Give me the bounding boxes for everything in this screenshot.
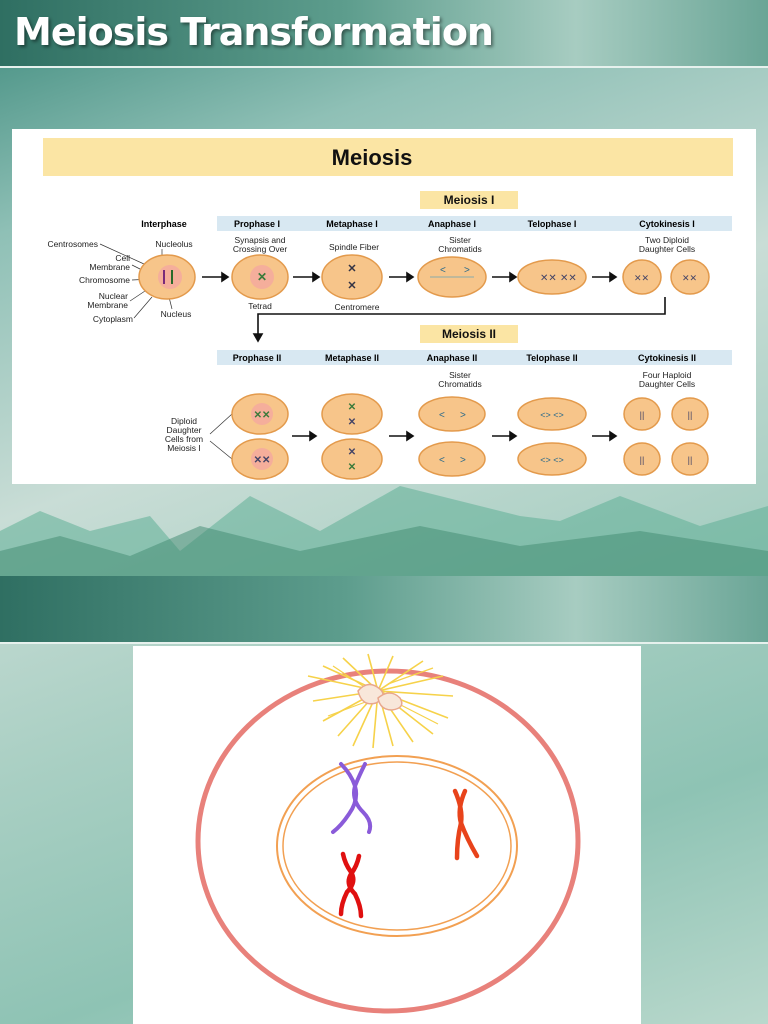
svg-text:✕: ✕ xyxy=(347,263,356,275)
label-centrosomes: Centrosomes xyxy=(47,239,98,249)
label-cytoplasm: Cytoplasm xyxy=(93,314,133,324)
label-spindle-fiber: Spindle Fiber xyxy=(329,242,379,252)
diagram-title: Meiosis xyxy=(332,145,413,170)
svg-text:✕✕: ✕✕ xyxy=(560,273,577,284)
slide-2-header xyxy=(0,576,768,644)
svg-text:>: > xyxy=(460,455,466,466)
phase-header-1 xyxy=(217,216,732,231)
phase-prophase-1: Prophase I xyxy=(234,219,280,229)
row2-cells: ✕✕ ✕✕ ✕ ✕ ✕ ✕ < > < > <> <> <> <> xyxy=(231,393,709,480)
svg-text:||: || xyxy=(640,410,645,420)
phase-cytokinesis-2: Cytokinesis II xyxy=(638,353,696,363)
svg-text:||: || xyxy=(640,455,645,465)
svg-text:✕✕: ✕✕ xyxy=(254,455,271,466)
phase-metaphase-1: Metaphase I xyxy=(326,219,378,229)
row2-arrows xyxy=(292,430,618,442)
centriole-pair xyxy=(357,683,403,711)
label-chromatids-2: Chromatids xyxy=(438,379,481,389)
meiosis-diagram: Meiosis Meiosis I Interphase Prophase I … xyxy=(43,138,733,480)
background-hills xyxy=(0,486,768,576)
label-two-diploid: Two Diploid xyxy=(645,235,689,245)
meiosis-diagram-panel: Meiosis Meiosis I Interphase Prophase I … xyxy=(12,129,756,484)
meiosis-2-label-bg xyxy=(420,325,518,343)
svg-text:<> <>: <> <> xyxy=(540,455,564,465)
svg-text:✕: ✕ xyxy=(257,270,267,284)
phase-anaphase-1: Anaphase I xyxy=(428,219,476,229)
label-daughter-cells-2: Daughter Cells xyxy=(639,379,695,389)
label-chromatids-1: Chromatids xyxy=(438,244,481,254)
phase-header-2 xyxy=(217,350,732,365)
svg-text:✕: ✕ xyxy=(347,280,356,292)
label-sister-1: Sister xyxy=(449,235,471,245)
meiosis-1-label-bg xyxy=(420,191,518,209)
label-four-haploid: Four Haploid xyxy=(643,370,692,380)
cell-illustration xyxy=(195,653,581,1014)
chromosome-purple xyxy=(331,762,373,834)
row1-arrows xyxy=(202,271,666,343)
phase-telophase-2: Telophase II xyxy=(526,353,577,363)
slide-1-header: Meiosis Transformation xyxy=(0,0,768,68)
svg-text:<: < xyxy=(439,455,445,466)
svg-text:<: < xyxy=(440,265,446,276)
label-tetrad: Tetrad xyxy=(248,301,272,311)
banner-bg xyxy=(43,138,733,176)
slide-title: Meiosis Transformation xyxy=(14,10,494,54)
svg-text:||: || xyxy=(688,455,693,465)
cell-membrane xyxy=(195,668,581,1014)
label-nucleus: Nucleus xyxy=(161,309,192,319)
label-centromere: Centromere xyxy=(335,302,380,312)
label-daughter: Daughter xyxy=(167,425,202,435)
nuclear-envelope-inner xyxy=(282,761,512,931)
chromosome-red xyxy=(338,851,364,919)
label-synapsis: Synapsis and xyxy=(234,235,285,245)
nuclear-envelope-outer xyxy=(276,755,518,937)
label-nucleolus: Nucleolus xyxy=(155,239,192,249)
label-nuclear-membrane: Membrane xyxy=(87,300,128,310)
svg-text:✕: ✕ xyxy=(348,447,356,458)
svg-text:>: > xyxy=(460,410,466,421)
meiosis-2-label: Meiosis II xyxy=(442,327,496,341)
phase-prophase-2: Prophase II xyxy=(233,353,282,363)
svg-text:✕✕: ✕✕ xyxy=(682,273,697,283)
slide-2 xyxy=(0,576,768,1024)
phase-telophase-1: Telophase I xyxy=(528,219,577,229)
svg-text:✕: ✕ xyxy=(348,402,356,413)
cell-illustration-panel xyxy=(133,646,641,1024)
svg-text:✕✕: ✕✕ xyxy=(540,273,557,284)
chromosome-red-orange xyxy=(452,788,480,861)
phase-anaphase-2: Anaphase II xyxy=(427,353,478,363)
interphase-label: Interphase xyxy=(141,219,187,229)
meiosis-1-label: Meiosis I xyxy=(444,193,495,207)
label-chromosome: Chromosome xyxy=(79,275,130,285)
label-meiosis-i: Meiosis I xyxy=(167,443,201,453)
centrosome-aster xyxy=(307,653,454,749)
diploid-leader-lines xyxy=(209,413,233,460)
svg-text:||: || xyxy=(688,410,693,420)
phase-cytokinesis-1: Cytokinesis I xyxy=(639,219,695,229)
label-cells-from: Cells from xyxy=(165,434,203,444)
label-nuclear: Nuclear xyxy=(99,291,128,301)
phase-metaphase-2: Metaphase II xyxy=(325,353,379,363)
label-cell-membrane: Membrane xyxy=(89,262,130,272)
svg-text:✕✕: ✕✕ xyxy=(254,410,271,421)
svg-text:>: > xyxy=(464,265,470,276)
label-crossing-over: Crossing Over xyxy=(233,244,287,254)
label-sister-2: Sister xyxy=(449,370,471,380)
svg-text:<: < xyxy=(439,410,445,421)
svg-text:<> <>: <> <> xyxy=(540,410,564,420)
label-cell: Cell xyxy=(115,253,130,263)
svg-text:✕: ✕ xyxy=(348,462,356,473)
svg-text:✕: ✕ xyxy=(348,417,356,428)
label-daughter-cells-1: Daughter Cells xyxy=(639,244,695,254)
svg-text:✕✕: ✕✕ xyxy=(634,273,649,283)
row1-cells: ✕ ✕ ✕ < > ✕✕ ✕✕ ✕✕ ✕✕ xyxy=(138,254,710,300)
label-diploid: Diploid xyxy=(171,416,197,426)
slide-1: Meiosis Transformation Meiosis Meiosis I… xyxy=(0,0,768,576)
